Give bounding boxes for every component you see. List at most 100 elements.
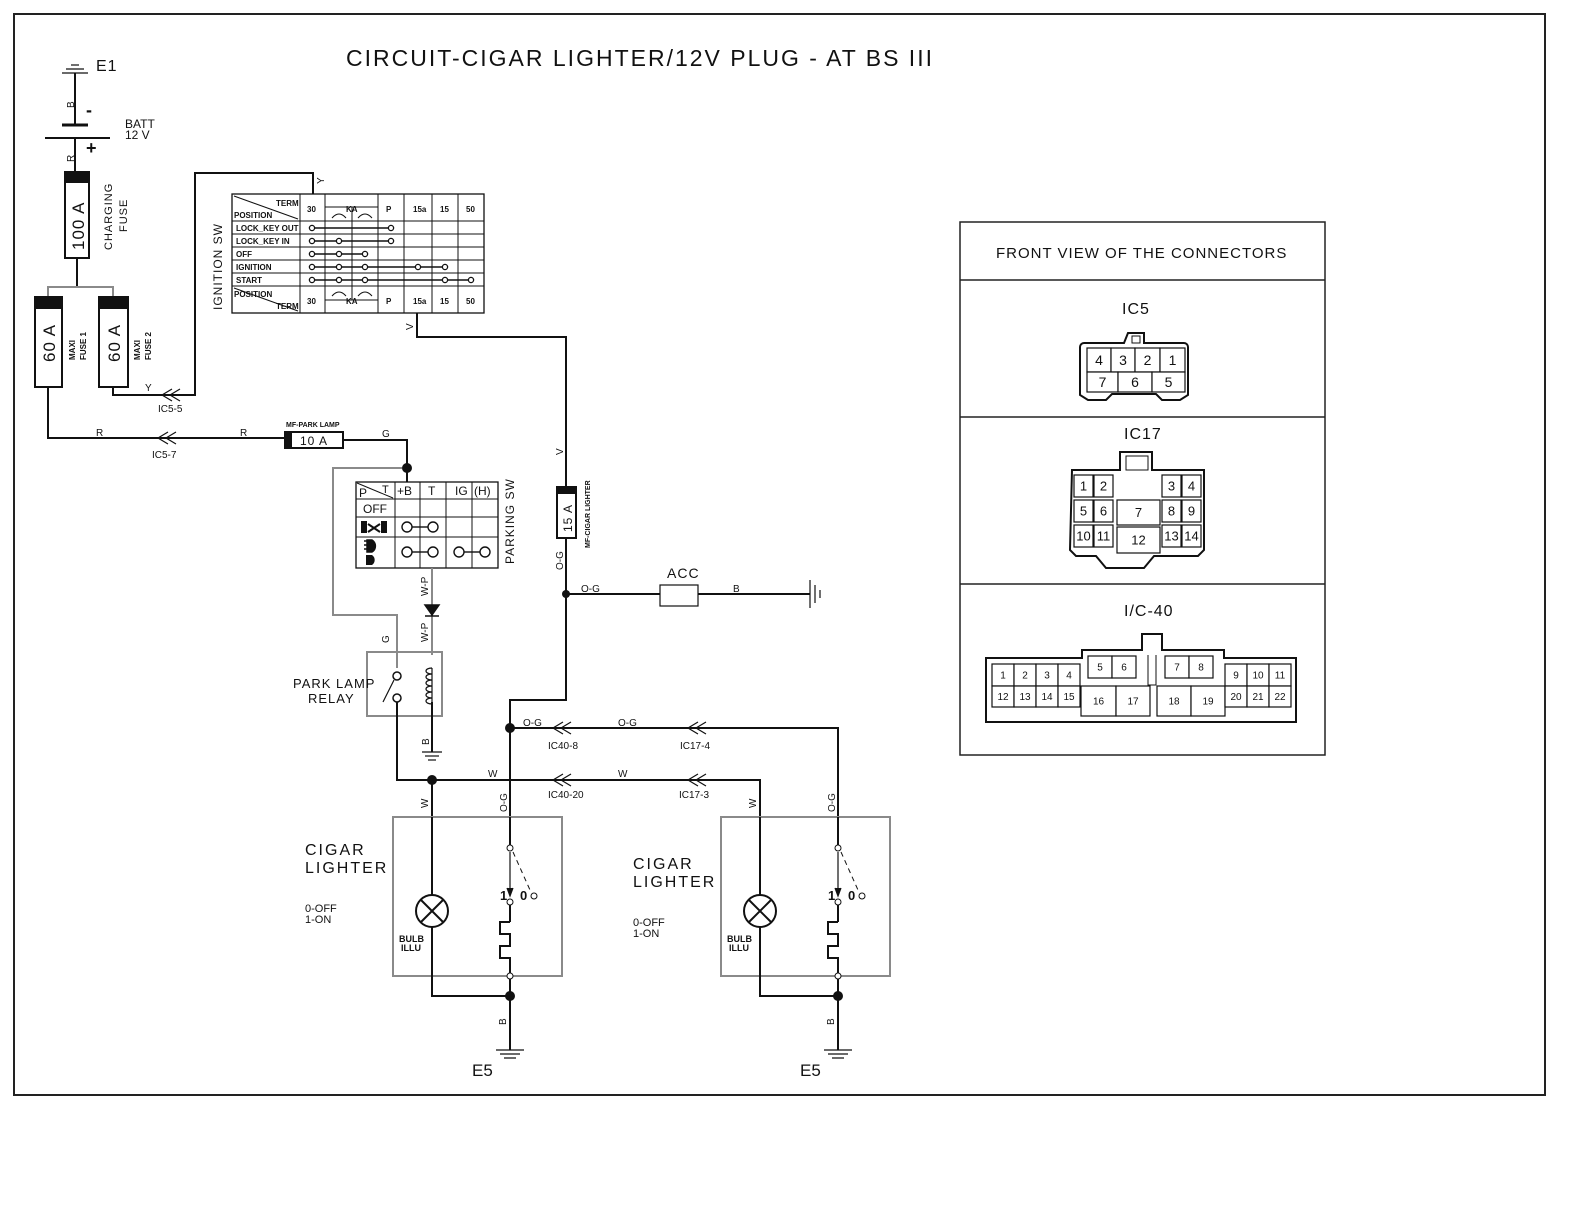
wire-label-y: Y <box>145 383 152 394</box>
pin-1: 1 <box>1169 352 1177 368</box>
contact-circle <box>335 237 343 245</box>
pin-10: 10 <box>1076 529 1090 544</box>
svg-text:60 A: 60 A <box>40 324 59 362</box>
pin-cell <box>1111 655 1137 679</box>
ground-e1-icon <box>62 64 88 74</box>
ic17-latch <box>1125 455 1149 471</box>
pin-cell <box>1093 524 1114 548</box>
drawing-border <box>13 13 1546 1096</box>
cigar-lighter-label: CIGAR <box>305 842 366 859</box>
pin-22: 22 <box>1274 692 1286 703</box>
table-line <box>233 287 299 312</box>
pin-5: 5 <box>1080 504 1087 519</box>
pin-cell <box>1151 371 1186 393</box>
term-label: TERM <box>276 199 299 208</box>
corner-t: T <box>382 484 389 496</box>
column-label-P: P <box>386 297 392 306</box>
pin-cell <box>1161 524 1182 548</box>
table-line <box>356 482 394 499</box>
connector-panel-title: FRONT VIEW OF THE CONNECTORS <box>996 245 1287 262</box>
contact-circle <box>308 276 316 284</box>
pin-cell <box>1110 347 1136 373</box>
pin-8: 8 <box>1168 504 1175 519</box>
bulb-label2: ILLU <box>401 943 421 953</box>
maxi-fuse-2-label2: FUSE 2 <box>144 331 153 360</box>
state-on-label: 1-ON <box>305 914 331 926</box>
pin-13: 13 <box>1164 529 1178 544</box>
pin-2: 2 <box>1022 671 1028 682</box>
column-label-15: 15 <box>440 205 449 214</box>
column-label-KA: KA <box>346 205 358 214</box>
connector-ic5-5-label: IC5-5 <box>158 404 183 415</box>
acc-label: ACC <box>667 565 700 581</box>
switch-pos-0: 0 <box>520 888 527 903</box>
cigar-lighter-box <box>720 816 891 977</box>
pin-4: 4 <box>1095 352 1103 368</box>
charging-fuse: 100 A <box>64 171 90 259</box>
wire-label-y-top: Y <box>316 177 327 184</box>
junction-dot <box>505 723 515 733</box>
maxi-fuse-2-label: MAXI <box>133 340 142 360</box>
switch-pos-1: 1 <box>828 888 835 903</box>
column-label: +B <box>397 484 412 498</box>
pin-7: 7 <box>1135 505 1142 520</box>
pin-9: 9 <box>1233 671 1239 682</box>
pin-cell <box>1188 655 1214 679</box>
ground-icon <box>824 1049 852 1059</box>
pin-cell <box>1073 524 1094 548</box>
pin-4: 4 <box>1188 479 1195 494</box>
wire-label-b: B <box>498 1018 509 1025</box>
ka-arc-icon <box>331 213 373 297</box>
column-label: IG <box>455 484 468 498</box>
corner-p: P <box>359 486 367 500</box>
contact-circle <box>335 276 343 284</box>
wire-label-og-acc: O-G <box>581 584 600 595</box>
pin-14: 14 <box>1184 529 1198 544</box>
pin-7: 7 <box>1174 663 1180 674</box>
pin-cell <box>1181 474 1202 498</box>
cigar-lighter-label2: LIGHTER <box>305 860 388 877</box>
contact-circle <box>858 892 866 900</box>
pin-cell <box>1116 499 1161 526</box>
position-label: POSITION <box>234 290 272 299</box>
contact-circle <box>453 546 465 558</box>
bulb-cross-icon <box>420 899 444 923</box>
pin-cell <box>1086 347 1112 373</box>
column-label-30: 30 <box>307 205 316 214</box>
wire-label-og-l1: O-G <box>499 793 510 812</box>
pin-16: 16 <box>1093 697 1105 708</box>
battery-icon <box>45 123 110 139</box>
connector-ic5-7-icon <box>156 431 177 445</box>
switch-dashed-icon <box>840 851 859 891</box>
ground-e1-label: E1 <box>96 58 118 75</box>
ic17-label: IC17 <box>1124 426 1162 443</box>
pin-cell <box>1093 499 1114 523</box>
acc-block <box>659 584 699 607</box>
contact-circle <box>834 972 842 980</box>
junction-dot <box>833 991 843 1001</box>
column-label: T <box>428 484 436 498</box>
contact-circle <box>441 263 449 271</box>
pin-cell <box>1161 499 1182 523</box>
bulb-cross-icon <box>748 899 772 923</box>
pin-cell <box>1181 499 1202 523</box>
pin-15: 15 <box>1063 692 1075 703</box>
wire-label-og2: O-G <box>523 718 542 729</box>
pin-cell <box>1057 685 1081 708</box>
wire-label-b: B <box>66 101 77 108</box>
ignition-switch-label: IGNITION SW <box>211 223 225 310</box>
column-label-P: P <box>386 205 392 214</box>
wire-label-wp: W-P <box>420 576 431 596</box>
contact-circle <box>401 521 413 533</box>
ground-icon <box>496 1049 524 1059</box>
column-label-15a: 15a <box>413 297 427 306</box>
wire-label-v: V <box>405 323 416 330</box>
pin-cell <box>1268 685 1292 708</box>
pin-cell <box>1073 499 1094 523</box>
wire-label-w: W <box>488 769 498 780</box>
column-label-15: 15 <box>440 297 449 306</box>
cigar-lighter-wiring <box>431 817 511 1050</box>
cigar-lighter-box <box>392 816 563 977</box>
pin-cell <box>1093 474 1114 498</box>
